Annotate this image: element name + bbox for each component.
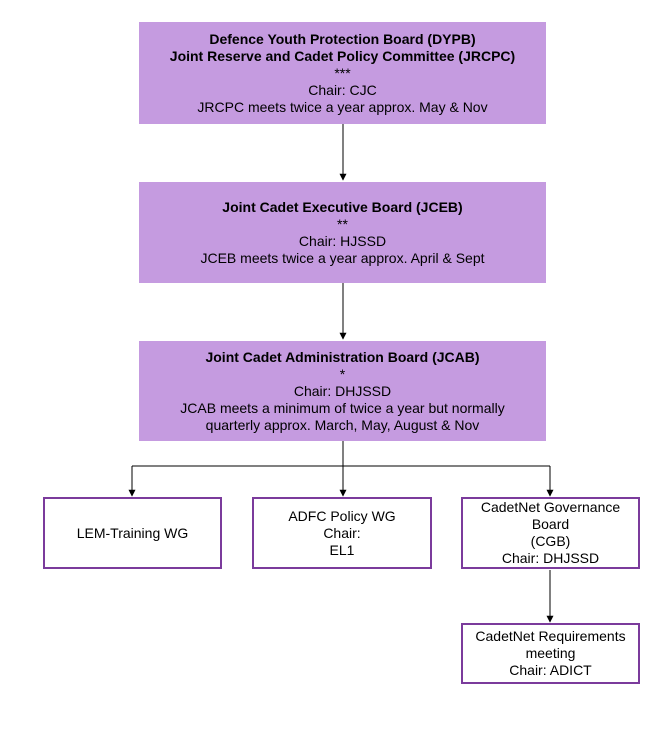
jceb-title: Joint Cadet Executive Board (JCEB) <box>222 198 463 215</box>
adfc-chair-label: Chair: <box>323 524 361 541</box>
adfc-policy-wg-title: ADFC Policy WG <box>288 507 396 524</box>
jcab-meets-line2: quarterly approx. March, May, August & N… <box>205 416 480 433</box>
requirements-chair: Chair: ADICT <box>509 662 592 678</box>
jceb-meets: JCEB meets twice a year approx. April & … <box>200 249 485 266</box>
dypb-stars: *** <box>334 64 351 81</box>
requirements-title-line2: meeting <box>525 645 576 661</box>
jcab-chair: Chair: DHJSSD <box>293 382 392 399</box>
jcab-stars: * <box>339 365 346 382</box>
lem-training-wg-label: LEM-Training WG <box>76 524 189 541</box>
dypb-meets: JRCPC meets twice a year approx. May & N… <box>197 98 488 115</box>
adfc-chair-value: EL1 <box>329 541 355 558</box>
cgb-title-line1: CadetNet Governance <box>480 499 621 515</box>
jcab-meets-line1: JCAB meets a minimum of twice a year but… <box>180 399 505 416</box>
cgb-abbreviation: (CGB) <box>530 533 571 549</box>
jceb-chair: Chair: HJSSD <box>298 232 387 249</box>
jrcpc-title: Joint Reserve and Cadet Policy Committee… <box>169 47 516 64</box>
adfc-policy-wg-box: ADFC Policy WG Chair: EL1 <box>252 497 432 569</box>
cadetnet-governance-board-box: CadetNet Governance Board (CGB) Chair: D… <box>461 497 640 569</box>
dypb-chair: Chair: CJC <box>308 81 377 98</box>
requirements-title-line1: CadetNet Requirements <box>475 628 626 644</box>
cadetnet-requirements-box: CadetNet Requirements meeting Chair: ADI… <box>461 623 640 684</box>
jcab-box: Joint Cadet Administration Board (JCAB) … <box>139 341 546 441</box>
jcab-title: Joint Cadet Administration Board (JCAB) <box>205 348 480 365</box>
cgb-title-line2: Board <box>531 516 570 532</box>
jceb-box: Joint Cadet Executive Board (JCEB) ** Ch… <box>139 182 546 283</box>
cgb-chair: Chair: DHJSSD <box>501 550 600 566</box>
dypb-title: Defence Youth Protection Board (DYPB) <box>209 30 476 47</box>
jceb-stars: ** <box>337 215 348 232</box>
dypb-jrcpc-box: Defence Youth Protection Board (DYPB) Jo… <box>139 22 546 124</box>
lem-training-wg-box: LEM-Training WG <box>43 497 222 569</box>
